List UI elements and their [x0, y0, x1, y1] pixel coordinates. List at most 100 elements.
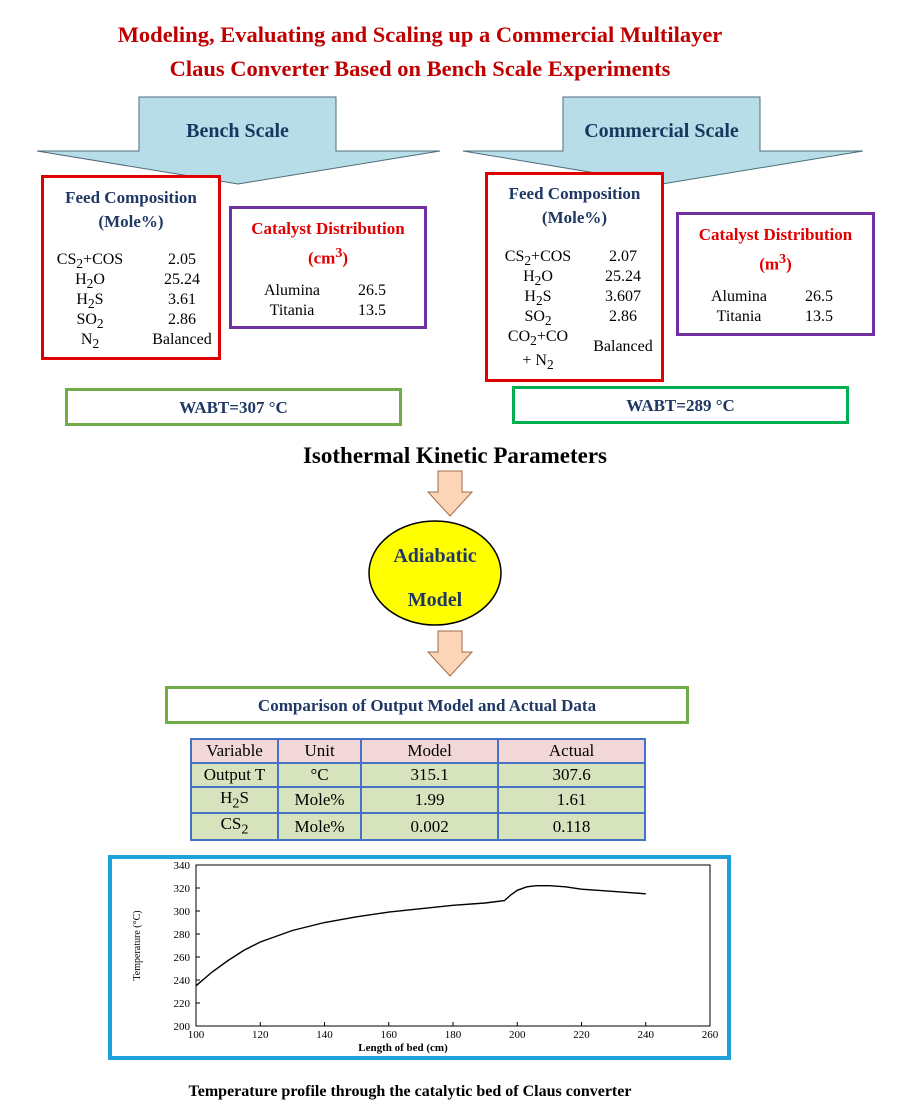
bench-feed-value: 2.05: [168, 251, 196, 268]
comparison-title: Comparison of Output Model and Actual Da…: [257, 696, 597, 715]
table-cell: 1.61: [497, 785, 646, 815]
kinetic-parameters-label: Isothermal Kinetic Parameters: [302, 443, 607, 468]
model-label-line-1: Adiabatic: [393, 545, 477, 567]
commercial-catalyst-unit: (m3): [759, 251, 792, 274]
x-tick-label: 140: [316, 1029, 333, 1041]
x-tick-label: 160: [381, 1029, 398, 1041]
title-line-1: Modeling, Evaluating and Scaling up a Co…: [117, 22, 723, 47]
y-tick-label: 260: [174, 952, 191, 964]
y-tick-label: 240: [174, 975, 191, 987]
commercial-feed-subtitle: (Mole%): [541, 208, 608, 227]
x-tick-label: 260: [702, 1029, 719, 1041]
commercial-scale-arrow: [462, 96, 864, 186]
table-cell: 0.002: [360, 812, 500, 841]
table-cell: 315.1: [360, 762, 500, 788]
commercial-catalyst-name: Titania: [716, 308, 762, 325]
commercial-feed-name: H2S: [524, 288, 552, 309]
commercial-wabt: WABT=289 °C: [626, 396, 735, 415]
table-cell: 0.118: [497, 812, 646, 841]
chart-caption: Temperature profile through the catalyti…: [188, 1083, 632, 1100]
table-header-cell: Model: [360, 738, 500, 764]
table-cell: Mole%: [277, 812, 363, 841]
y-axis-label: Temperature (°C): [132, 910, 143, 980]
bench-scale-arrow: [36, 96, 441, 186]
x-tick-label: 120: [252, 1029, 269, 1041]
bench-feed-title: Feed Composition: [65, 188, 197, 207]
bench-feed-name: CS2+COS: [56, 251, 124, 272]
bench-feed-name: N2: [80, 331, 100, 352]
plot-area-border: [195, 864, 711, 1027]
commercial-catalyst-name: Alumina: [711, 288, 767, 305]
bench-feed-subtitle: (Mole%): [98, 212, 164, 231]
y-tick-label: 280: [174, 929, 191, 941]
y-tick-label: 320: [174, 883, 191, 895]
table-cell: Output T: [189, 762, 280, 788]
commercial-feed-value: 2.07: [609, 248, 637, 265]
title-line-2: Claus Converter Based on Bench Scale Exp…: [169, 56, 671, 81]
table-cell: CS2: [189, 812, 280, 841]
commercial-feed-value: 25.24: [605, 268, 641, 285]
y-tick-label: 340: [174, 860, 191, 872]
y-tick-label: 220: [174, 998, 191, 1010]
x-tick-label: 240: [638, 1029, 655, 1041]
bench-catalyst-name: Alumina: [264, 282, 320, 299]
temperature-profile-chart: 100 120 140 160 180 200 220 240 260 200 220 240 260 2…: [132, 860, 719, 1054]
table-header-cell: Unit: [277, 738, 363, 764]
bench-feed-value: Balanced: [152, 331, 212, 348]
y-tick-label: 200: [174, 1021, 191, 1033]
bench-feed-name: SO2: [76, 311, 104, 332]
commercial-catalyst-title: Catalyst Distribution: [698, 225, 853, 244]
bench-wabt: WABT=307 °C: [179, 398, 288, 417]
bench-feed-value: 3.61: [168, 291, 196, 308]
bench-catalyst-title: Catalyst Distribution: [251, 219, 405, 238]
temperature-series-line: [195, 885, 646, 987]
bench-catalyst-unit: (cm3): [307, 245, 349, 268]
x-axis-label: Length of bed (cm): [358, 1042, 448, 1054]
bench-catalyst-name: Titania: [269, 302, 315, 319]
table-cell: H2S: [189, 785, 280, 815]
model-label-line-2: Model: [407, 589, 463, 611]
commercial-feed-name: CS2+COS: [504, 248, 572, 269]
table-cell: 1.99: [360, 785, 500, 815]
commercial-feed-name: SO2: [524, 308, 552, 329]
bench-feed-name: H2S: [76, 291, 104, 312]
chart-frame: 100 120 140 160 180 200 220 240 260 200 220 240 260 2…: [108, 855, 731, 1060]
bench-scale-label: Bench Scale: [186, 120, 289, 142]
commercial-feed-value: Balanced: [593, 338, 653, 355]
bench-feed-value: 25.24: [164, 271, 200, 288]
down-arrow-2: [426, 630, 474, 683]
table-cell: Mole%: [277, 785, 363, 815]
adiabatic-model-ellipse: [367, 519, 503, 632]
bench-feed-value: 2.86: [168, 311, 196, 328]
x-tick-label: 220: [573, 1029, 590, 1041]
x-tick-label: 180: [445, 1029, 462, 1041]
commercial-feed-title: Feed Composition: [508, 184, 641, 203]
x-tick-label: 100: [188, 1029, 205, 1041]
commercial-catalyst-value: 13.5: [805, 308, 833, 325]
x-tick-label: 200: [509, 1029, 526, 1041]
table-cell: 307.6: [497, 762, 646, 788]
down-arrow-1: [426, 470, 474, 523]
table-header-cell: Variable: [189, 738, 280, 764]
table-header-cell: Actual: [497, 738, 646, 764]
commercial-feed-name: H2O: [523, 268, 553, 289]
commercial-catalyst-value: 26.5: [805, 288, 833, 305]
comparison-title-box: Comparison of Output Model and Actual Da…: [165, 686, 689, 724]
bench-wabt-box: WABT=307 °C: [65, 388, 402, 426]
commercial-feed-value: 2.86: [609, 308, 637, 325]
commercial-feed-name: CO2+CO+ N2: [507, 328, 569, 373]
commercial-feed-value: 3.607: [605, 288, 641, 305]
commercial-wabt-box: WABT=289 °C: [512, 386, 849, 424]
bench-catalyst-value: 13.5: [358, 302, 386, 319]
commercial-scale-label: Commercial Scale: [584, 120, 739, 142]
bench-feed-name: H2O: [75, 271, 105, 292]
table-cell: °C: [277, 762, 363, 788]
